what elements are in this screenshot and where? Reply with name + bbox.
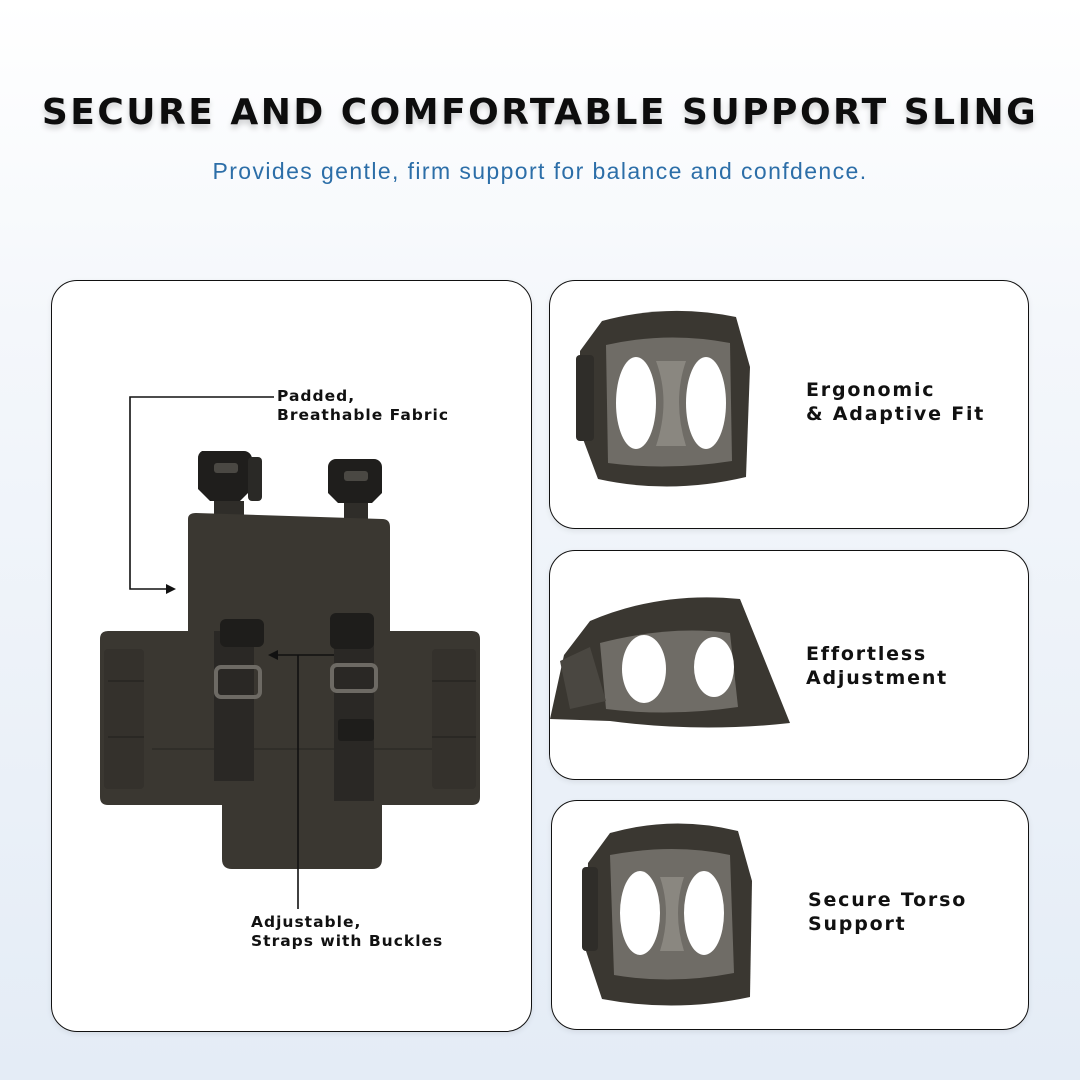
- feature-card-adjustment: Effortless Adjustment: [549, 550, 1029, 780]
- main-product-card: Padded, Breathable Fabric Adjustable, St…: [51, 280, 532, 1032]
- feature-card-ergonomic: Ergonomic & Adaptive Fit: [549, 280, 1029, 529]
- strap-right-icon: [330, 613, 378, 801]
- page-title: SECURE AND COMFORTABLE SUPPORT SLING: [41, 92, 1039, 133]
- callout-line-top: [129, 396, 274, 594]
- feature-label: Secure Torso Support: [808, 889, 968, 935]
- callout-line-bottom: [268, 650, 334, 909]
- feature-label: Ergonomic & Adaptive Fit: [806, 379, 986, 425]
- page-subtitle: Provides gentle, firm support for balanc…: [212, 158, 868, 184]
- feature-label: Effortless Adjustment: [806, 643, 949, 689]
- top-buckle-right-icon: [328, 459, 382, 523]
- feature-card-torso: Secure Torso Support: [551, 800, 1029, 1030]
- sling-side-view-image: [550, 597, 790, 728]
- sling-front-view-image: [582, 823, 752, 1006]
- sling-body: [100, 513, 480, 869]
- strap-left-icon: [214, 619, 264, 781]
- callout-padded-fabric: Padded, Breathable Fabric: [277, 387, 450, 424]
- callout-adjustable-straps: Adjustable, Straps with Buckles: [251, 913, 444, 950]
- sling-top-view-image: [576, 310, 750, 487]
- sling-product-image: [100, 396, 480, 909]
- top-buckle-left-icon: [197, 451, 262, 521]
